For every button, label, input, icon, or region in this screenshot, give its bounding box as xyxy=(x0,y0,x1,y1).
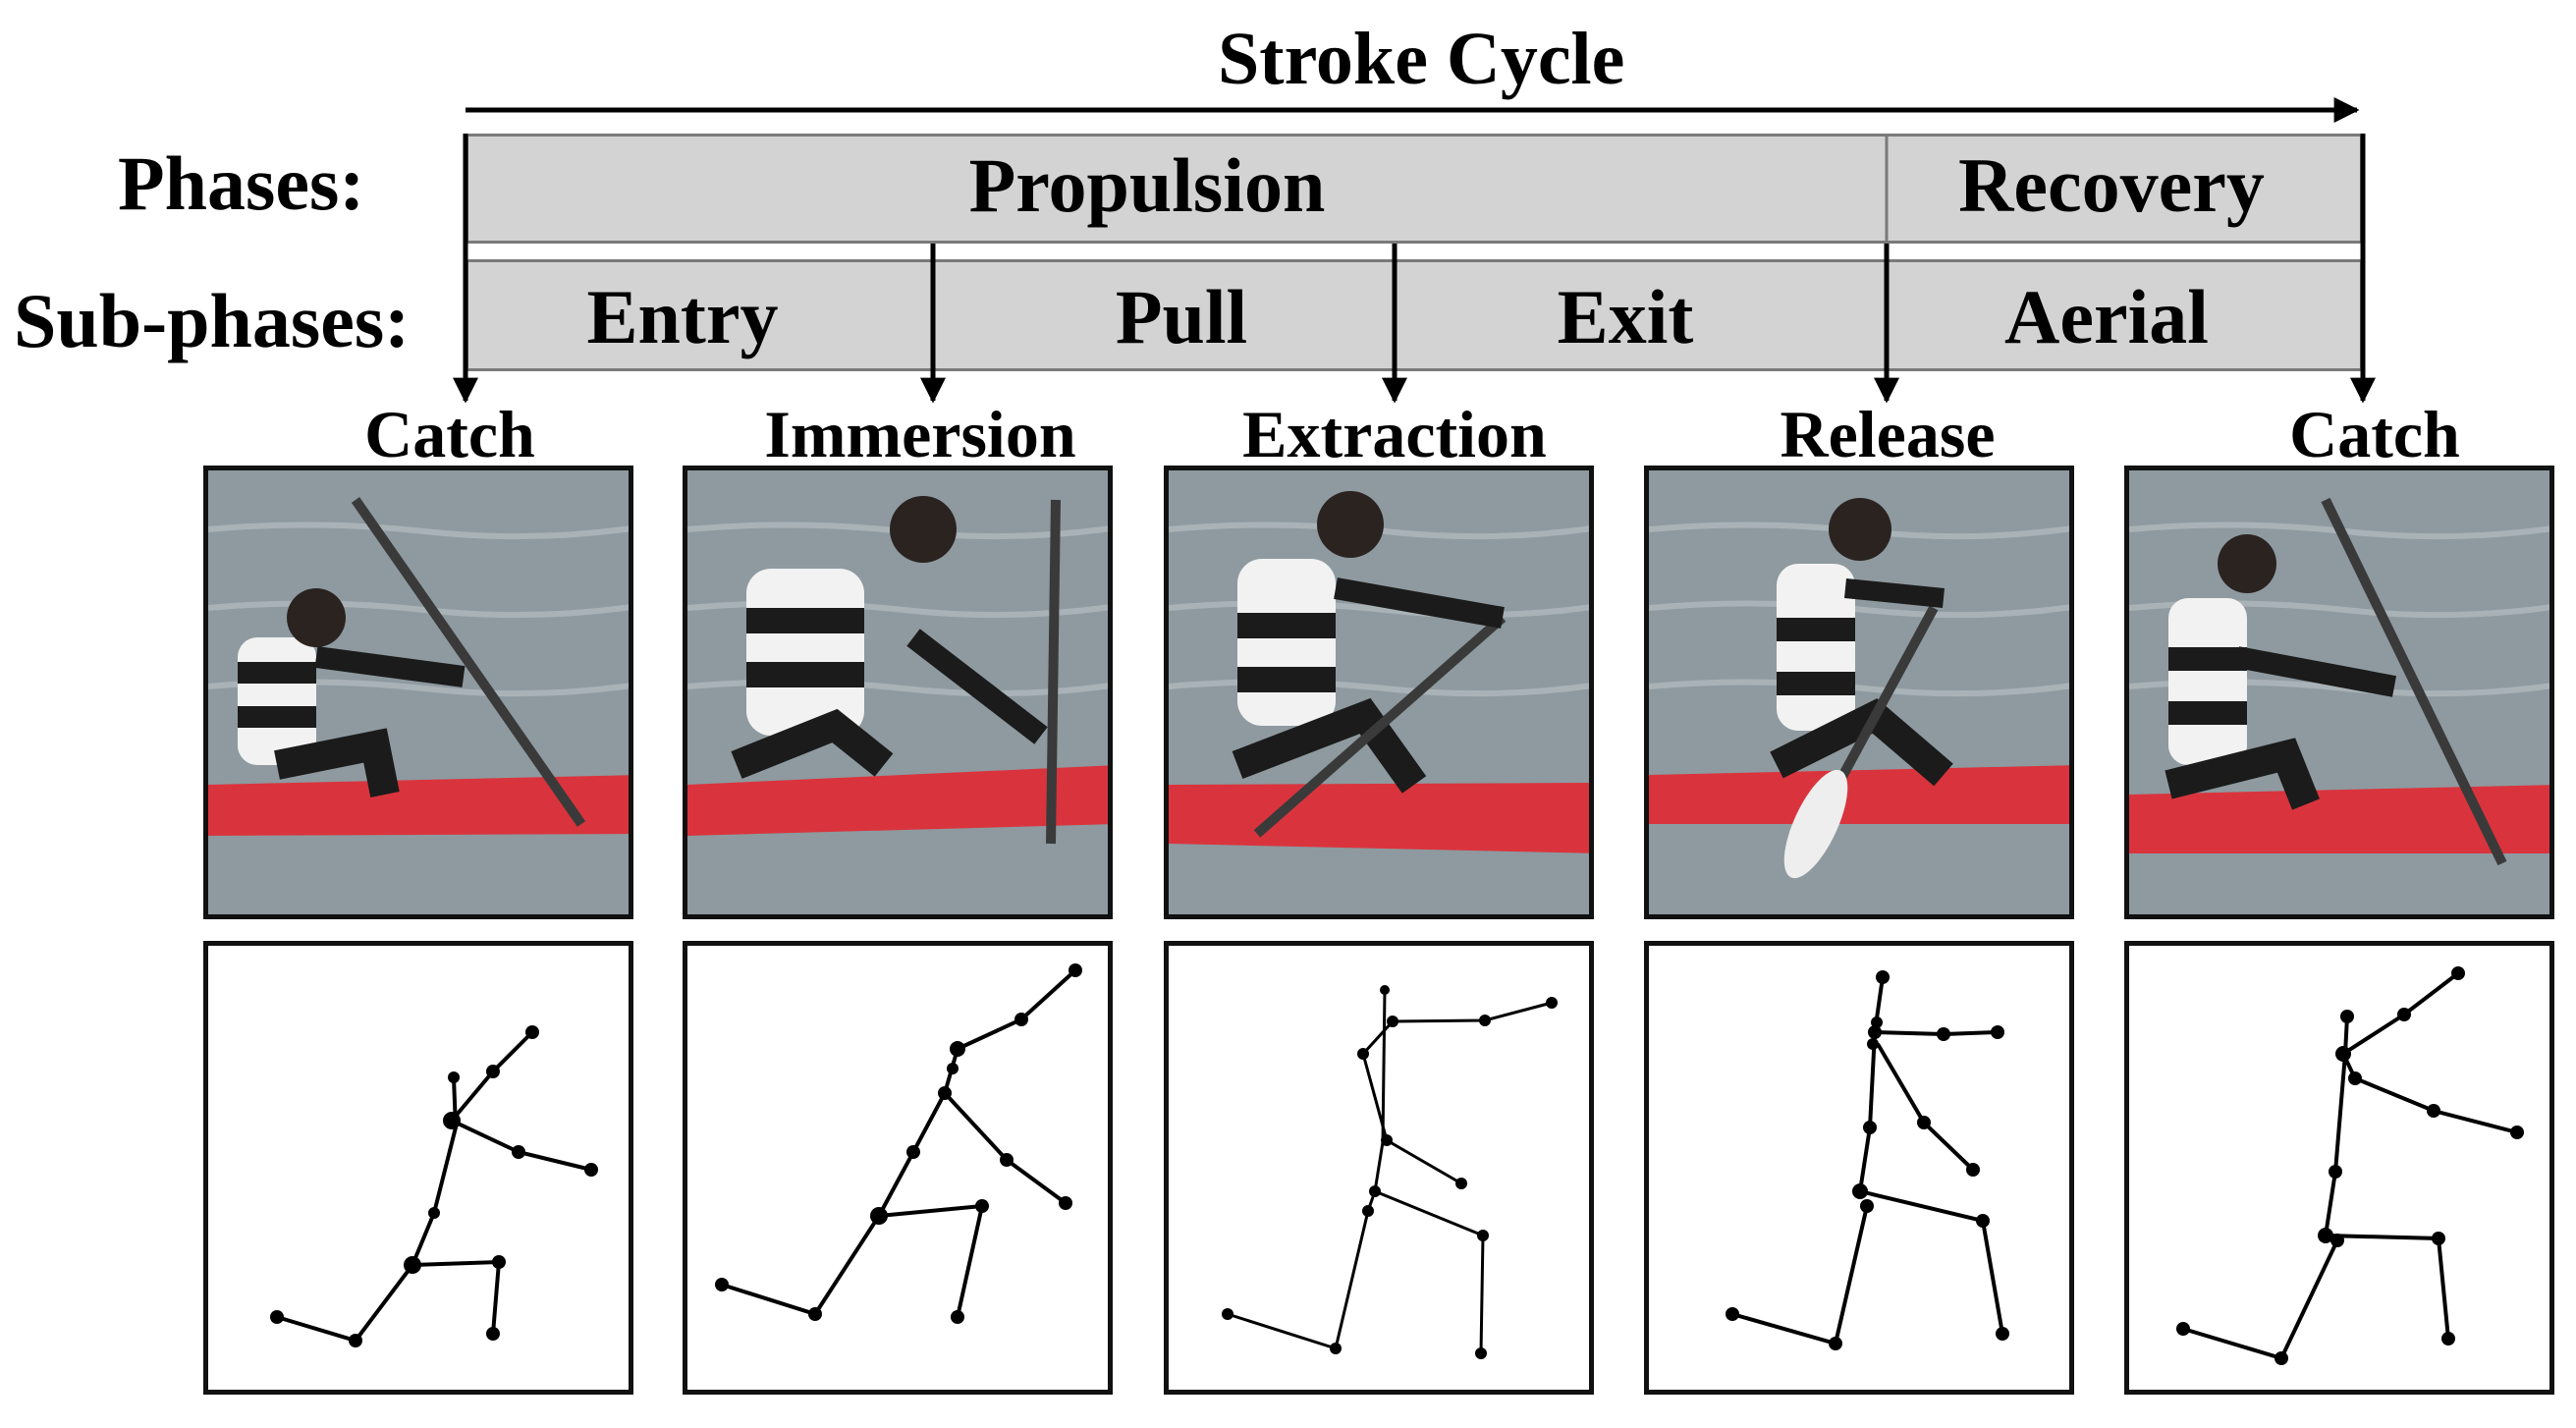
phases-band xyxy=(466,134,2363,244)
pose-catch-end xyxy=(2124,941,2554,1395)
pose-extraction xyxy=(1164,941,1594,1395)
photo-catch-start xyxy=(203,466,633,919)
subphase-aerial: Aerial xyxy=(2004,274,2209,359)
event-label-immersion: Immersion xyxy=(764,397,1076,471)
pose-immersion xyxy=(683,941,1113,1395)
subphase-entry: Entry xyxy=(586,274,779,359)
event-label-catch-end: Catch xyxy=(2289,397,2460,471)
diagram-title: Stroke Cycle xyxy=(1218,18,1625,100)
phase-propulsion: Propulsion xyxy=(968,142,1326,228)
event-label-extraction: Extraction xyxy=(1242,397,1547,471)
phases-row-label: Phases: xyxy=(118,140,365,226)
pose-release xyxy=(1644,941,2074,1395)
pose-catch-start xyxy=(203,941,633,1395)
event-label-release: Release xyxy=(1780,397,1996,471)
event-label-catch-start: Catch xyxy=(364,397,535,471)
subphase-pull: Pull xyxy=(1115,274,1248,359)
photo-extraction xyxy=(1164,466,1594,919)
phase-recovery: Recovery xyxy=(1958,142,2265,228)
subphases-band xyxy=(466,259,2363,371)
photo-release xyxy=(1644,466,2074,919)
photo-catch-end xyxy=(2124,466,2554,919)
subphases-row-label: Sub-phases: xyxy=(14,278,411,363)
photo-immersion xyxy=(683,466,1113,919)
subphase-exit: Exit xyxy=(1557,274,1694,359)
